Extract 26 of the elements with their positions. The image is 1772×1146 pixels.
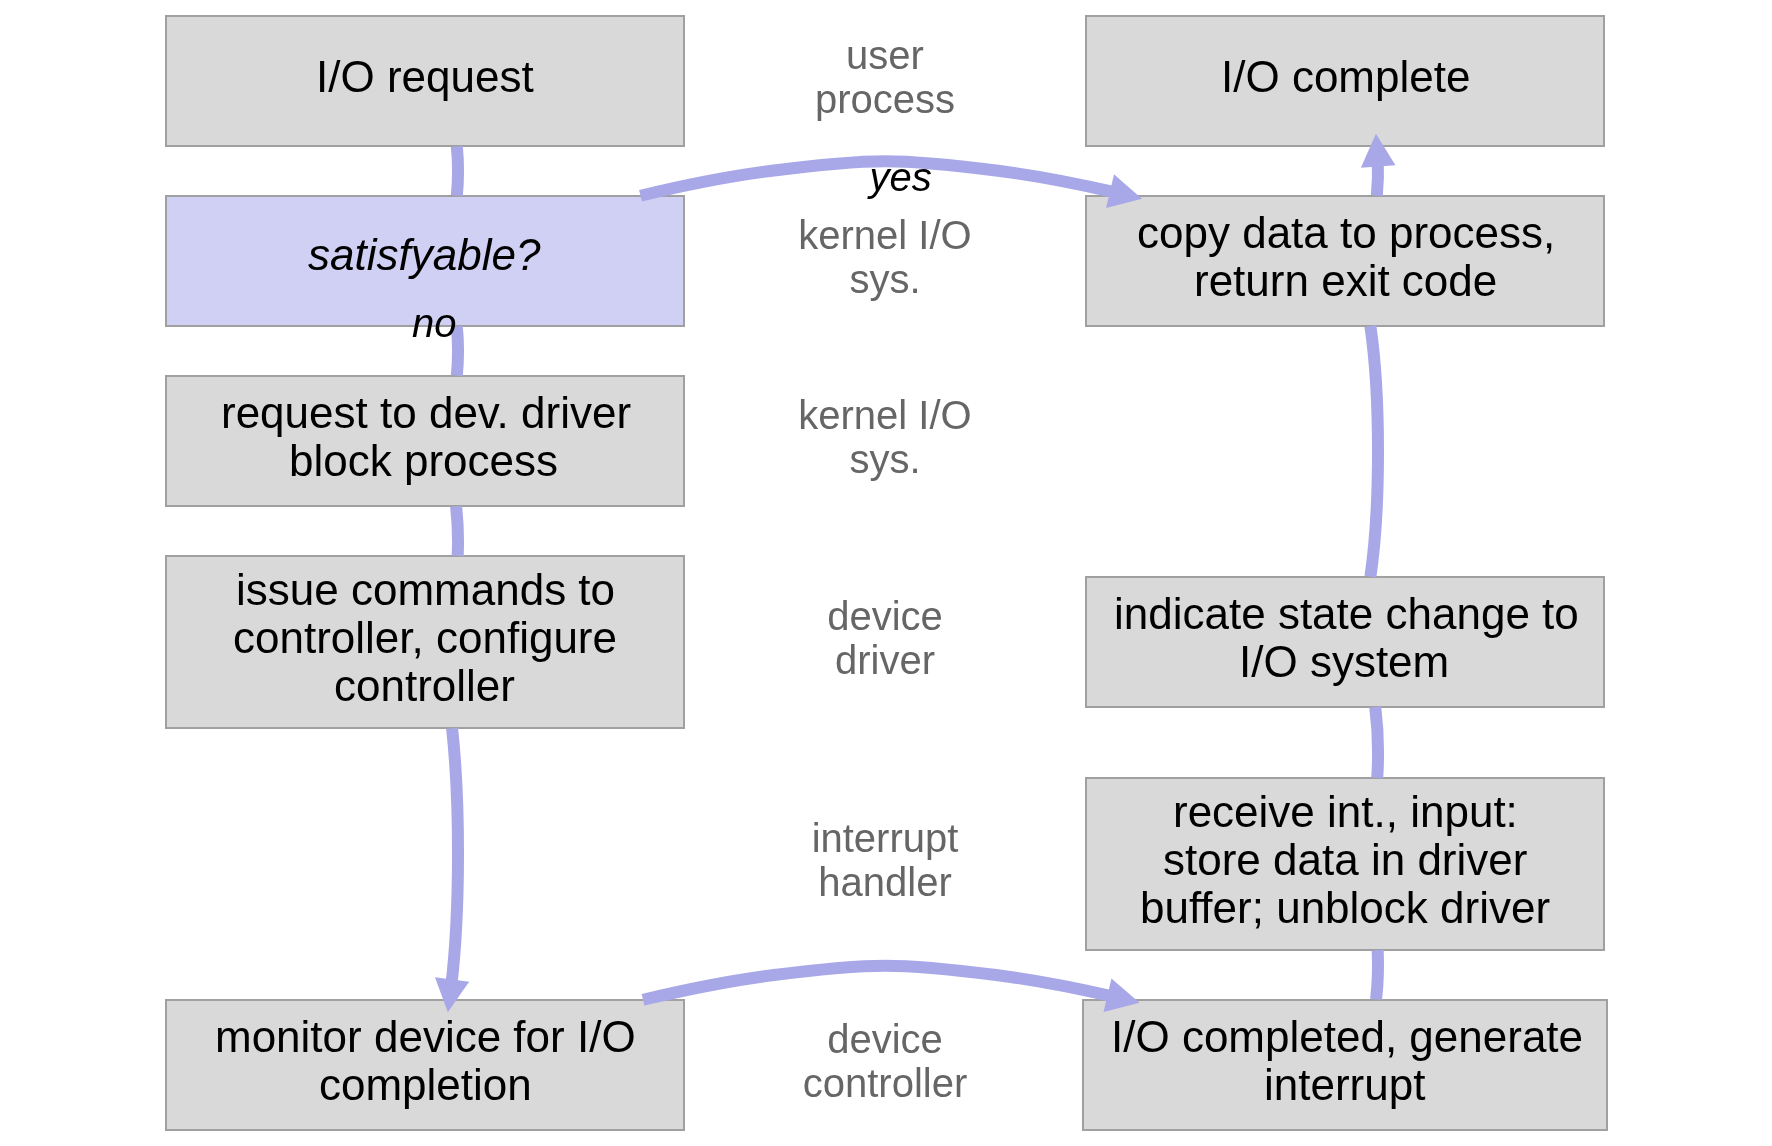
connector <box>450 326 464 377</box>
label: kernel I/O sys. <box>797 393 972 481</box>
label: device driver <box>826 594 943 682</box>
node-box: monitor device for I/O completion <box>164 999 685 1131</box>
node-box: receive int., input: store data in driver buffer; unblock driver <box>1084 777 1605 951</box>
connector <box>1369 949 1384 1001</box>
edge-label: yes <box>869 155 932 200</box>
node-box: I/O complete <box>1084 15 1605 147</box>
connector <box>1363 325 1384 578</box>
node-box: issue commands to controller, configure controller <box>164 555 685 729</box>
label: kernel I/O sys. <box>797 213 972 301</box>
connector <box>449 505 464 557</box>
arrow <box>434 727 469 1013</box>
arrow <box>1360 133 1395 197</box>
label: interrupt handler <box>811 816 958 904</box>
node-box: I/O completed, generate interrupt <box>1081 999 1608 1131</box>
label: user process <box>814 33 955 121</box>
arrow <box>641 959 1139 1013</box>
node-box: request to dev. driver block process <box>164 375 685 507</box>
node-box: copy data to process, return exit code <box>1084 195 1605 327</box>
connector <box>1368 706 1384 779</box>
label: device controller <box>802 1017 967 1105</box>
connector <box>450 146 464 197</box>
node-box: I/O request <box>164 15 685 147</box>
node-box: indicate state change to I/O system <box>1084 576 1605 708</box>
arrow <box>638 155 1142 208</box>
